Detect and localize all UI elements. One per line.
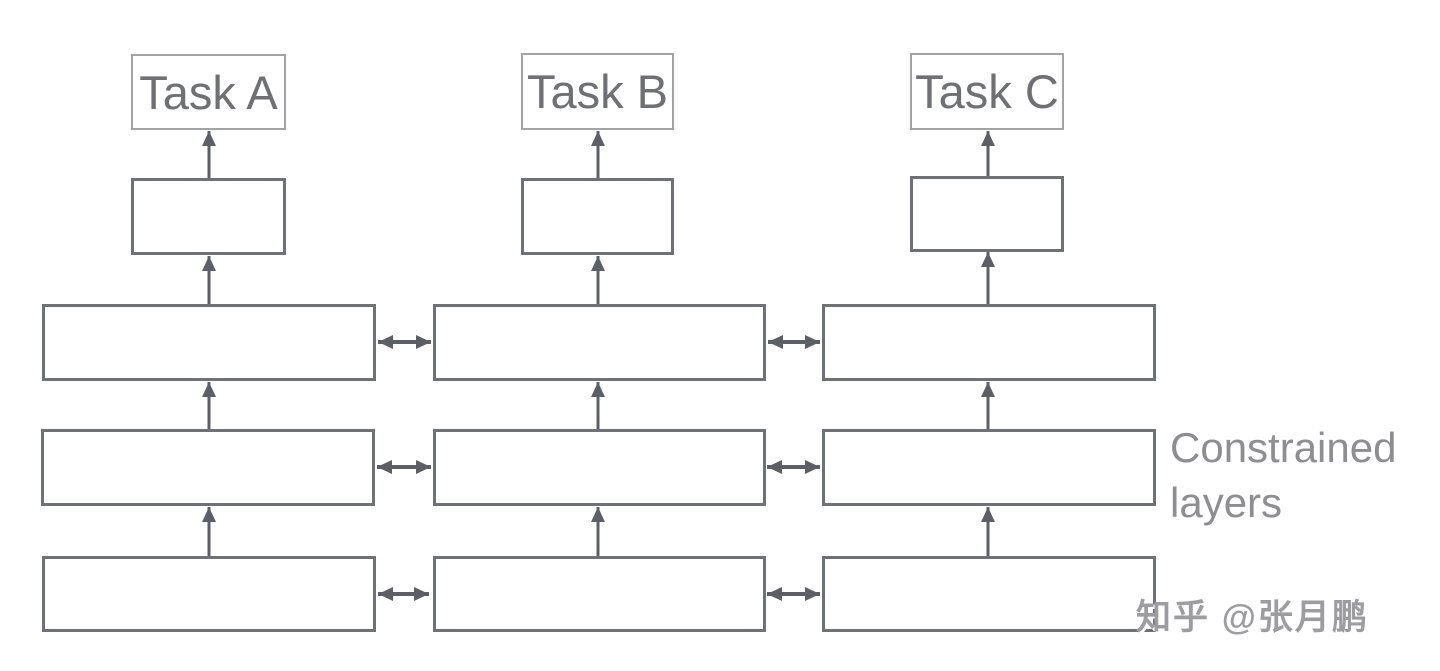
constrained-layer-row3-col-a-box [42, 556, 376, 632]
bidirectional-arrows [377, 335, 820, 601]
zhihu-watermark: 知乎 @张月鹏 [1136, 598, 1369, 637]
task-c-label: Task C [915, 65, 1059, 118]
constrained-layer-row2-col-c-box [822, 429, 1156, 506]
task-b-box: Task B [521, 53, 674, 130]
constrained-layer-row3-col-c-box [822, 556, 1156, 632]
task-a-label: Task A [139, 65, 278, 119]
constrained-layers-annotation: Constrained layers [1170, 424, 1397, 527]
constrained-layer-row2-col-b-box [433, 429, 766, 506]
task-a-box: Task A [131, 54, 286, 130]
task-b-head-box [521, 178, 674, 255]
task-c-box: Task C [910, 53, 1064, 130]
task-b-label: Task B [526, 65, 669, 118]
constrained-layer-row2-col-a-box [41, 429, 375, 506]
constrained-layer-row1-col-c-box [822, 304, 1156, 381]
task-c-head-box [910, 176, 1064, 252]
task-a-head-box [131, 178, 286, 255]
constrained-layer-row1-col-b-box [433, 304, 766, 381]
constrained-layer-row1-col-a-box [42, 304, 376, 381]
vertical-up-arrows [202, 131, 995, 556]
constrained-layer-row3-col-b-box [433, 556, 766, 632]
